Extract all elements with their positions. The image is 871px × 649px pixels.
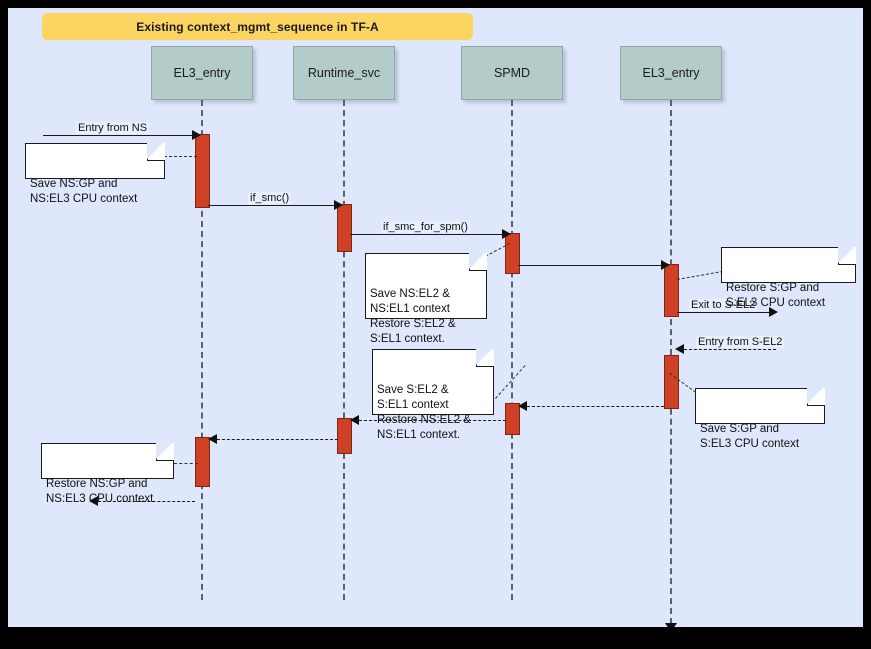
- note-text: Save NS:EL2 & NS:EL1 context Restore S:E…: [370, 288, 456, 345]
- message-arrowhead-if-smc: [334, 200, 343, 210]
- note-link-1: [164, 156, 197, 157]
- note-fold-corner-icon: [838, 246, 856, 265]
- note-text: Restore S:GP and S:EL3 CPU context: [726, 282, 826, 309]
- note-link-3: [677, 270, 724, 280]
- activation-spmd-1: [505, 233, 520, 274]
- message-arrowhead-entry-from-ns: [192, 130, 201, 140]
- note-link-6: [174, 463, 198, 464]
- message-line-entry-from-s-el2: [684, 349, 776, 350]
- note-text: Save S:EL2 & S:EL1 context Restore NS:EL…: [377, 384, 471, 441]
- participant-box-runtime-svc[interactable]: Runtime_svc: [293, 46, 395, 100]
- note-fold-corner-icon: [476, 348, 494, 367]
- message-arrowhead-entry-from-s-el2: [675, 344, 684, 354]
- activation-el3-entry-ns-2: [195, 437, 210, 487]
- activation-el3-entry-ns-1: [195, 134, 210, 208]
- note-fold-corner-icon: [807, 387, 825, 406]
- message-arrowhead-spmd-to-el3-entry-s: [661, 260, 670, 270]
- message-line-spmd-to-el3-entry-s: [518, 265, 661, 266]
- note-text: Save NS:GP and NS:EL3 CPU context: [30, 178, 138, 205]
- message-label-if-smc: if_smc(): [248, 192, 292, 204]
- message-arrowhead-el3-entry-s-to-spmd: [518, 401, 527, 411]
- message-label-exit-to-s-el2: Exit to S-EL2: [689, 299, 758, 311]
- message-line-el3-entry-s-to-spmd: [527, 406, 664, 407]
- message-line-if-smc: [208, 205, 334, 206]
- message-arrowhead-exit-to-s-el2: [769, 307, 778, 317]
- message-arrowhead-el3-entry-ns-exit: [89, 496, 98, 506]
- message-label-if-smc-for-spm: if_smc_for_spm(): [381, 221, 470, 233]
- activation-el3-entry-s-1: [664, 264, 679, 317]
- lifeline-end-arrow-icon: [665, 623, 677, 627]
- note-text: Save S:GP and S:EL3 CPU context: [700, 423, 800, 450]
- message-label-entry-from-ns: Entry from NS: [76, 122, 150, 134]
- message-line-exit-to-s-el2: [677, 312, 769, 313]
- note-save-ns-gp-el3: Save NS:GP and NS:EL3 CPU context: [25, 142, 165, 205]
- message-arrowhead-if-smc-for-spm: [502, 229, 511, 239]
- note-save-s-el2-restore-ns-el2: Save S:EL2 & S:EL1 context Restore NS:EL…: [372, 348, 494, 441]
- activation-el3-entry-s-2: [664, 355, 679, 409]
- note-fold-corner-icon: [147, 142, 165, 161]
- message-label-entry-from-s-el2: Entry from S-EL2: [696, 336, 785, 348]
- diagram-title: Existing context_mgmt_sequence in TF-A: [136, 19, 379, 34]
- lifeline-el3-entry-ns: [201, 100, 203, 600]
- note-fold-corner-icon: [156, 442, 174, 461]
- lifeline-runtime-svc: [343, 100, 345, 600]
- participant-label: EL3_entry: [642, 66, 700, 80]
- participant-box-el3-entry-ns[interactable]: EL3_entry: [151, 46, 253, 100]
- lifeline-spmd: [511, 100, 513, 600]
- message-line-entry-from-ns: [43, 135, 195, 136]
- note-save-ns-el2-restore-s-el2: Save NS:EL2 & NS:EL1 context Restore S:E…: [365, 252, 487, 345]
- activation-runtime-svc-1: [337, 204, 352, 252]
- activation-spmd-2: [505, 403, 520, 435]
- note-restore-s-gp-el3: Restore S:GP and S:EL3 CPU context: [721, 246, 856, 309]
- activation-runtime-svc-2: [337, 418, 352, 454]
- participant-label: EL3_entry: [173, 66, 231, 80]
- participant-box-spmd[interactable]: SPMD: [461, 46, 563, 100]
- note-save-s-gp-el3: Save S:GP and S:EL3 CPU context: [695, 387, 825, 450]
- message-line-runtime-svc-to-el3-entry-ns: [217, 439, 338, 440]
- note-fold-corner-icon: [469, 252, 487, 271]
- participant-label: Runtime_svc: [307, 66, 381, 80]
- message-arrowhead-spmd-to-runtime-svc: [350, 415, 359, 425]
- message-line-if-smc-for-spm: [350, 234, 502, 235]
- participant-label: SPMD: [493, 66, 531, 80]
- diagram-title-banner: Existing context_mgmt_sequence in TF-A: [42, 13, 473, 40]
- message-line-el3-entry-ns-exit: [98, 501, 195, 502]
- note-text: Restore NS:GP and NS:EL3 CPU context: [46, 478, 154, 505]
- sequence-diagram-canvas: Existing context_mgmt_sequence in TF-A E…: [8, 8, 863, 627]
- participant-box-el3-entry-s[interactable]: EL3_entry: [620, 46, 722, 100]
- message-line-spmd-to-runtime-svc: [359, 420, 506, 421]
- message-arrowhead-runtime-svc-to-el3-entry-ns: [208, 434, 217, 444]
- note-restore-ns-gp-el3: Restore NS:GP and NS:EL3 CPU context: [41, 442, 174, 505]
